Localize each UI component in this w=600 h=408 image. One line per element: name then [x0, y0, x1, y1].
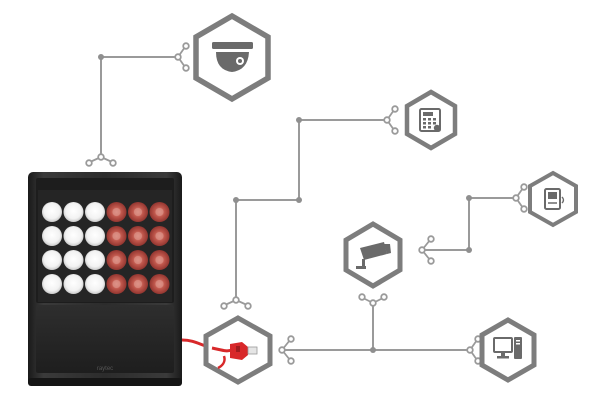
ir-led-core	[155, 232, 164, 240]
ir-led-core	[134, 256, 142, 264]
ir-led-core	[134, 232, 142, 240]
device-monitoring-pc	[479, 317, 537, 383]
ir-illuminator: raytec	[28, 172, 182, 386]
white-led	[85, 274, 105, 294]
junction-intercom	[418, 183, 528, 265]
link-intercom	[422, 197, 516, 251]
white-led-array	[42, 202, 105, 294]
ir-led-core	[112, 280, 121, 288]
ir-led-core	[134, 208, 142, 216]
network-cable-icon	[211, 342, 258, 370]
white-led	[63, 202, 84, 222]
white-led	[42, 250, 62, 270]
device-intercom	[528, 170, 578, 228]
ir-led-array	[106, 202, 170, 294]
device-bullet-camera	[343, 221, 403, 289]
ir-led-core	[155, 256, 164, 264]
white-led	[63, 226, 84, 246]
device-network-switch	[203, 315, 273, 385]
device-access-control	[404, 89, 458, 151]
junction-access-control	[233, 105, 399, 203]
illuminator-brand: raytec	[97, 366, 113, 372]
junction-network-right	[278, 335, 295, 365]
device-dome-camera	[193, 12, 271, 103]
link-dome-camera	[100, 56, 178, 157]
white-led	[42, 202, 62, 222]
bullet-camera-icon	[356, 242, 391, 269]
junction-illuminator	[85, 153, 117, 167]
intercom-icon	[544, 188, 565, 210]
white-led	[42, 274, 62, 294]
junction-nodes	[85, 42, 528, 365]
junction-dome-camera	[98, 42, 190, 72]
dome-camera-icon	[212, 42, 253, 72]
ir-led-core	[112, 256, 121, 264]
white-led	[85, 250, 105, 270]
ir-led-core	[155, 280, 164, 288]
ir-led-core	[155, 208, 164, 216]
white-led	[85, 202, 105, 222]
white-led	[63, 274, 84, 294]
ir-led-core	[134, 280, 142, 288]
ir-led-core	[112, 208, 121, 216]
access-panel-icon	[419, 108, 441, 132]
white-led	[63, 250, 84, 270]
white-led	[42, 226, 62, 246]
junction-bullet-camera	[358, 293, 388, 353]
computer-icon	[493, 337, 522, 359]
ir-led-core	[112, 232, 121, 240]
white-led	[85, 226, 105, 246]
junction-monitoring-pc	[466, 335, 482, 365]
junction-network-left	[220, 296, 252, 310]
